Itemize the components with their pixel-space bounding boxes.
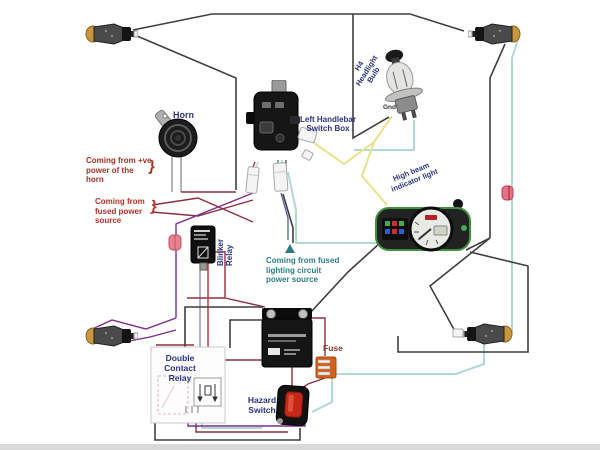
- hazard-switch-icon: [275, 384, 310, 427]
- blinker-relay-label: Blinker Relay: [216, 238, 235, 266]
- horn-label: Horn: [173, 110, 194, 120]
- turn-signal-bottom-right-icon: [460, 323, 513, 345]
- fuse-icon: [315, 356, 337, 379]
- turn-signal-bottom-left-icon: [85, 325, 138, 347]
- fused-lighting-annotation: Coming from fused lighting circuit power…: [266, 256, 340, 285]
- blinker-relay-icon: [190, 225, 216, 271]
- battery-icon: [261, 308, 313, 368]
- fused-power-annotation: Coming from fused power source: [95, 197, 145, 226]
- white-connector-icon: [297, 126, 318, 144]
- lighting-annotation-arrow: [285, 244, 295, 253]
- image-bottom-edge: [0, 444, 600, 450]
- speedometer-icon: [375, 199, 471, 252]
- white-connector-icon: [245, 166, 260, 194]
- double-contact-relay-icon: [150, 346, 226, 424]
- double-contact-relay-label: Double Contact Relay: [164, 353, 196, 383]
- horn-icon: [154, 109, 198, 158]
- horn-power-annotation: Coming from +ve power of the horn: [86, 156, 152, 185]
- turn-signal-top-left-icon: [85, 23, 138, 45]
- white-connector-icon: [272, 162, 289, 192]
- hazard-switch-label: Hazard Switch: [247, 395, 277, 415]
- pink-connector-icon: [168, 234, 182, 251]
- bulb-gnd-label: Gnd: [383, 104, 396, 111]
- handlebar-switch-box-icon: [246, 80, 300, 151]
- white-connector-icon: [452, 328, 464, 338]
- turn-signal-top-right-icon: [468, 23, 521, 45]
- white-connector-icon: [301, 149, 314, 161]
- switch-box-label: Left Handlebar Switch Box: [299, 115, 356, 134]
- red-connector-icon: [501, 185, 514, 201]
- fuse-label: Fuse: [323, 343, 343, 353]
- h4-bulb-icon: [384, 49, 423, 121]
